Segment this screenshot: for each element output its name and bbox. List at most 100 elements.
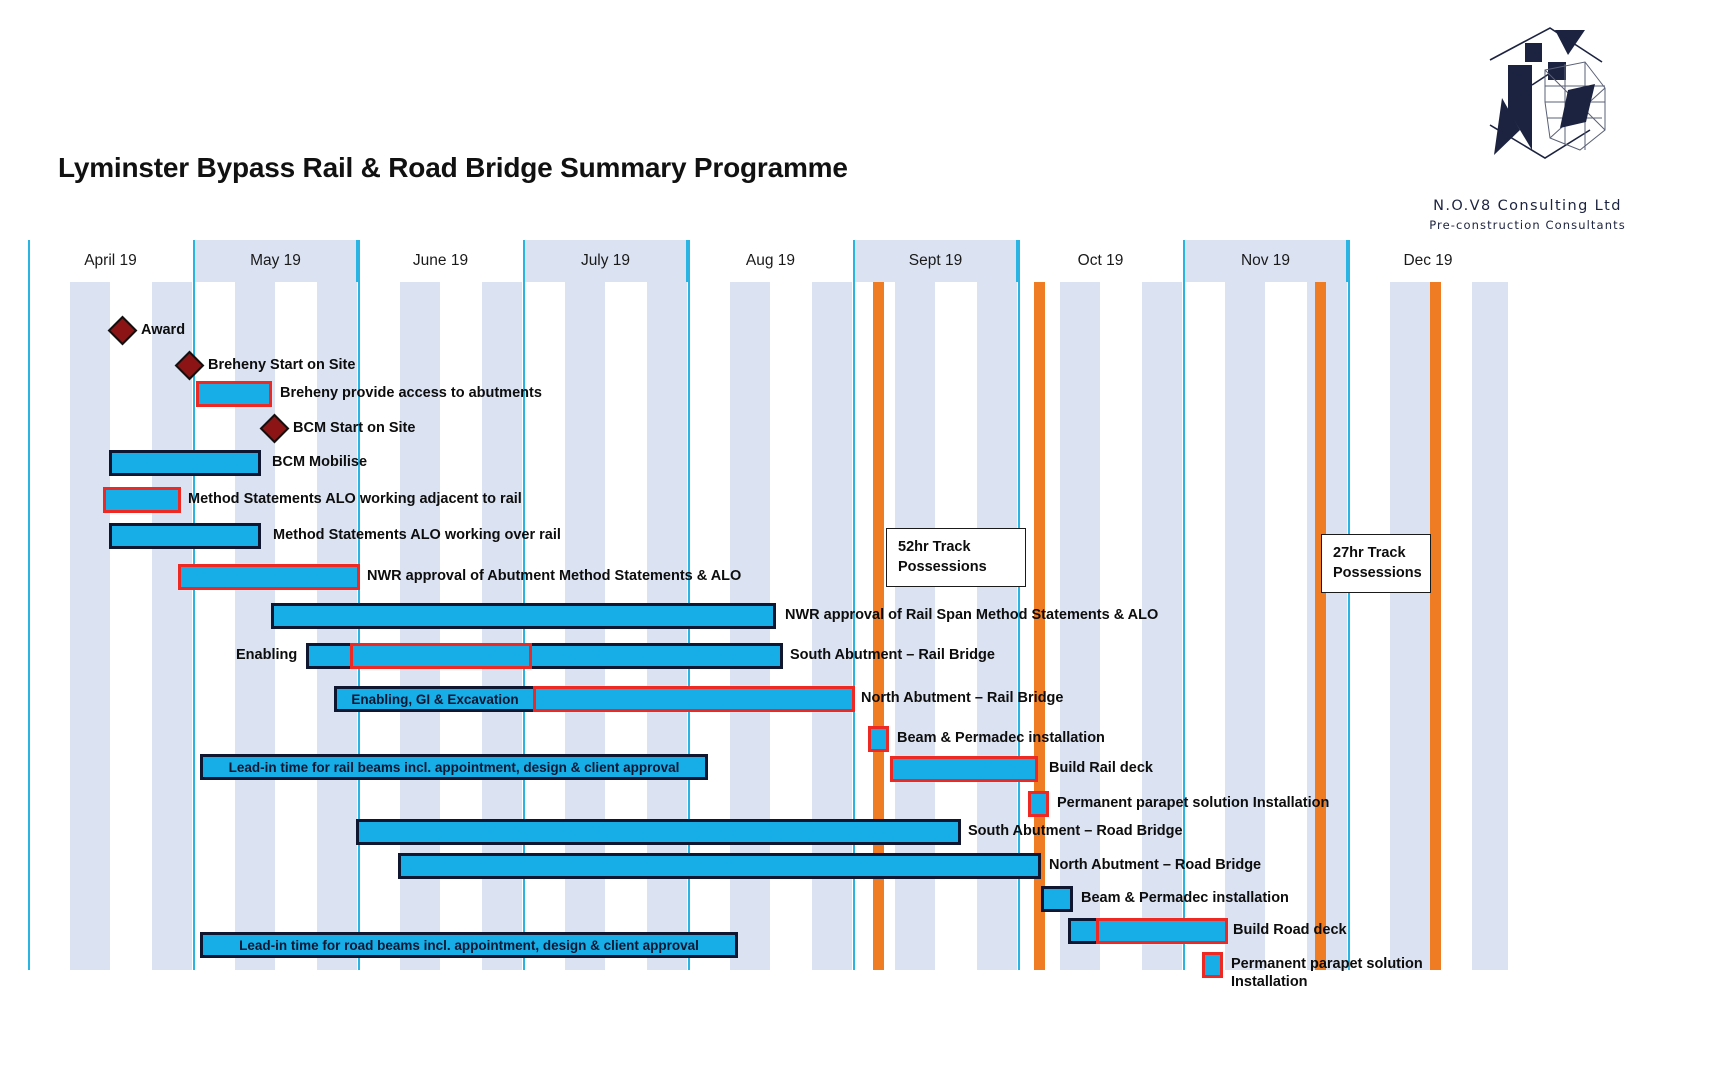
gantt-bar-beam-permadec-rail[interactable]: [868, 726, 889, 752]
gantt-row-bcm-mobilise: BCM Mobilise: [28, 450, 1508, 480]
gridline-month: [1183, 240, 1185, 970]
gantt-bar-nwr-railspan[interactable]: [271, 603, 776, 629]
gantt-row-ms-adjacent: Method Statements ALO working adjacent t…: [28, 487, 1508, 517]
month-nov-19: Nov 19: [1183, 240, 1348, 282]
gantt-bar-nwr-abutment[interactable]: [178, 564, 360, 590]
month-july-19: July 19: [523, 240, 688, 282]
gantt-row-nwr-abutment: NWR approval of Abutment Method Statemen…: [28, 564, 1508, 594]
month-june-19: June 19: [412, 252, 469, 269]
logo-company-name: N.O.V8 Consulting Ltd: [1433, 198, 1622, 214]
possession-marker-52hr-end: [1034, 282, 1045, 970]
gantt-plot-area: Award Breheny Start on Site Breheny prov…: [28, 240, 1508, 990]
row-label-south-road: South Abutment – Road Bridge: [968, 823, 1183, 839]
inline-label-enabling-gi-excavation: Enabling, GI & Excavation: [351, 691, 519, 707]
gantt-row-north-road: North Abutment – Road Bridge: [28, 853, 1508, 883]
gantt-row-leadin-road: Lead-in time for road beams incl. appoin…: [28, 932, 1508, 962]
logo-company-subtitle: Pre-construction Consultants: [1429, 218, 1626, 232]
possession-marker-52hr: [873, 282, 884, 970]
row-label-ms-adjacent: Method Statements ALO working adjacent t…: [188, 491, 522, 507]
week-band: [1060, 282, 1100, 970]
callout-52hr-line1: 52hr Track: [898, 539, 971, 555]
gantt-chart: April 19 May 19 June 19 July 19 Aug 19 S…: [28, 240, 1508, 990]
gantt-row-bcm-start: BCM Start on Site: [28, 413, 1508, 446]
gantt-row-award: Award: [28, 315, 1508, 348]
gridline-month: [853, 240, 855, 970]
month-oct-19: Oct 19: [1077, 252, 1124, 269]
gantt-row-breheny-access: Breheny provide access to abutments: [28, 381, 1508, 411]
row-label-bcm-mobilise: BCM Mobilise: [272, 454, 368, 470]
gantt-row-leadin-rail: Lead-in time for rail beams incl. appoin…: [28, 754, 1508, 798]
row-label-breheny-start: Breheny Start on Site: [208, 357, 356, 373]
row-label-beam-permadec-road: Beam & Permadec installation: [1081, 890, 1289, 906]
gantt-row-south-road: South Abutment – Road Bridge: [28, 819, 1508, 849]
gantt-bar-ms-adjacent[interactable]: [103, 487, 181, 513]
row-label-nwr-abutment: NWR approval of Abutment Method Statemen…: [367, 568, 742, 584]
week-band: [1142, 282, 1182, 970]
gridline-month: [193, 240, 195, 970]
gantt-bar-leadin-road[interactable]: Lead-in time for road beams incl. appoin…: [200, 932, 738, 958]
gantt-bar-beam-permadec-road[interactable]: [1041, 886, 1073, 912]
company-logo: N.O.V8 Consulting Ltd Pre-construction C…: [1355, 10, 1700, 232]
timeline-month-header: April 19 May 19 June 19 July 19 Aug 19 S…: [28, 240, 1508, 282]
gantt-bar-ms-over[interactable]: [109, 523, 261, 549]
gantt-bar-parapet-rail[interactable]: [1028, 791, 1049, 817]
gantt-segment-build-road-deck-critical[interactable]: [1096, 918, 1228, 944]
row-label-breheny-access: Breheny provide access to abutments: [280, 385, 542, 401]
gantt-row-parapet-road: Permanent parapet solution Installation: [28, 952, 1508, 990]
row-label-ms-over: Method Statements ALO working over rail: [273, 527, 561, 543]
row-label-north-rail: North Abutment – Rail Bridge: [861, 690, 1064, 706]
gantt-bar-build-rail-deck[interactable]: [890, 756, 1038, 782]
week-band: [1390, 282, 1430, 970]
row-label-parapet-road-line1: Permanent parapet solution: [1231, 956, 1423, 972]
gantt-row-beam-permadec-road: Beam & Permadec installation: [28, 886, 1508, 916]
gantt-bar-north-road[interactable]: [398, 853, 1041, 879]
gantt-segment-north-rail-critical[interactable]: [533, 686, 855, 712]
row-label-parapet-rail: Permanent parapet solution Installation: [1057, 795, 1330, 811]
possession-marker-27hr-end: [1430, 282, 1441, 970]
callout-27hr-possessions: 27hr Track Possessions: [1321, 534, 1431, 594]
month-dec-19: Dec 19: [1403, 252, 1453, 269]
inline-label-enabling: Enabling: [236, 647, 298, 663]
gantt-bar-leadin-rail[interactable]: Lead-in time for rail beams incl. appoin…: [200, 754, 708, 780]
week-band: [1307, 282, 1347, 970]
milestone-diamond-icon: [174, 350, 205, 381]
month-aug-19: Aug 19: [745, 252, 796, 269]
callout-27hr-line2: Possessions: [1333, 564, 1422, 581]
week-band: [1472, 282, 1508, 970]
row-label-build-rail-deck: Build Rail deck: [1049, 760, 1153, 776]
gantt-bar-south-road[interactable]: [356, 819, 961, 845]
gantt-bar-breheny-access[interactable]: [196, 381, 272, 407]
inline-label-leadin-rail: Lead-in time for rail beams incl. appoin…: [228, 759, 680, 775]
row-label-bcm-start: BCM Start on Site: [293, 420, 416, 436]
row-label-build-road-deck: Build Road deck: [1233, 922, 1347, 938]
gantt-bar-parapet-road[interactable]: [1202, 952, 1223, 978]
page-title: Lyminster Bypass Rail & Road Bridge Summ…: [58, 152, 848, 183]
week-band: [1225, 282, 1265, 970]
gantt-row-north-rail: Enabling, GI & Excavation North Abutment…: [28, 686, 1508, 716]
gantt-segment-enabling-gi-excavation[interactable]: Enabling, GI & Excavation: [334, 686, 536, 712]
milestone-diamond-icon: [107, 315, 138, 346]
month-sept-19: Sept 19: [853, 240, 1018, 282]
callout-52hr-line2: Possessions: [898, 558, 987, 575]
inline-label-leadin-road: Lead-in time for road beams incl. appoin…: [239, 937, 699, 953]
gantt-row-parapet-rail: Permanent parapet solution Installation: [28, 791, 1508, 821]
row-label-parapet-road: Permanent parapet solution Installation: [1231, 955, 1423, 991]
gantt-row-beam-permadec-rail: Beam & Permadec installation: [28, 726, 1508, 756]
gridline-month: [1348, 240, 1350, 970]
possession-marker-27hr: [1315, 282, 1326, 970]
row-label-parapet-road-line2: Installation: [1231, 974, 1308, 991]
gantt-row-nwr-railspan: NWR approval of Rail Span Method Stateme…: [28, 603, 1508, 633]
row-label-award: Award: [141, 322, 186, 338]
callout-27hr-line1: 27hr Track: [1333, 545, 1406, 561]
milestone-diamond-icon: [259, 413, 290, 444]
row-label-south-rail: South Abutment – Rail Bridge: [790, 647, 995, 663]
nov8-logo-icon: [1489, 27, 1606, 159]
gantt-bar-bcm-mobilise[interactable]: [109, 450, 261, 476]
week-band: [70, 282, 110, 970]
row-label-north-road: North Abutment – Road Bridge: [1049, 857, 1262, 873]
row-label-nwr-railspan: NWR approval of Rail Span Method Stateme…: [785, 607, 1159, 623]
week-band: [152, 282, 192, 970]
gantt-segment-south-rail-critical[interactable]: [350, 643, 532, 669]
gridline-month: [1018, 240, 1020, 970]
